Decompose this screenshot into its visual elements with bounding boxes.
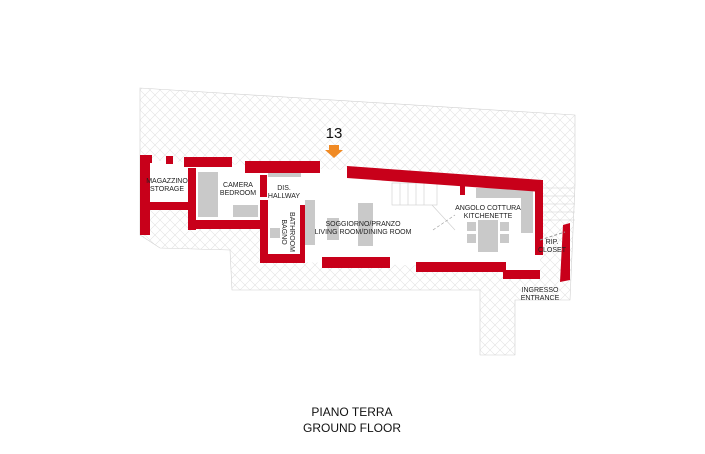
room-label-entrance-it: INGRESSO [522, 287, 560, 294]
room-label-hallway-it: DIS. [277, 185, 291, 192]
room-label-kitchenette-en: KITCHENETTE [464, 213, 513, 220]
floor-title-en: GROUND FLOOR [303, 421, 401, 435]
room-label-closet-it: RIP. [546, 239, 559, 246]
room-label-hallway-en: HALLWAY [268, 193, 300, 200]
room-label-living-en: LIVING ROOM/DINING ROOM [315, 229, 412, 236]
room-label-kitchenette-it: ANGOLO COTTURA [455, 205, 521, 212]
room-label-bedroom-en: BEDROOM [220, 190, 256, 197]
room-label-closet-en: CLOSET [538, 247, 567, 254]
room-label-bedroom-it: CAMERA [223, 182, 253, 189]
unit-number: 13 [326, 125, 343, 142]
interior-floor [145, 160, 540, 275]
furniture [198, 168, 533, 252]
closet-partition [539, 231, 566, 241]
room-label-storage-en: STORAGE [150, 186, 184, 193]
room-label-living-it: SOGGIORNO/PRANZO [325, 221, 401, 228]
interior-stairs [391, 182, 456, 231]
exterior-stairs [542, 187, 575, 221]
walls [140, 155, 570, 282]
room-label-storage-it: MAGAZZINO [146, 178, 188, 185]
entry-arrow-icon [325, 145, 343, 158]
room-label-bathroom-it: BAGNO [280, 219, 287, 245]
room-label-entrance-en: ENTRANCE [521, 295, 560, 302]
room-label-bathroom-en: BATHROOM [288, 212, 295, 252]
floor-title-it: PIANO TERRA [311, 405, 392, 419]
